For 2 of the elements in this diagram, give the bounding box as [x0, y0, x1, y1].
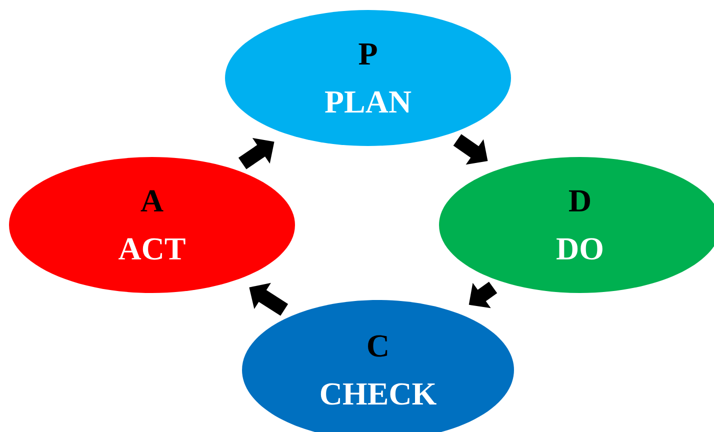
ellipse-node: P PLAN: [225, 10, 511, 146]
ellipse-node: A ACT: [9, 157, 295, 293]
